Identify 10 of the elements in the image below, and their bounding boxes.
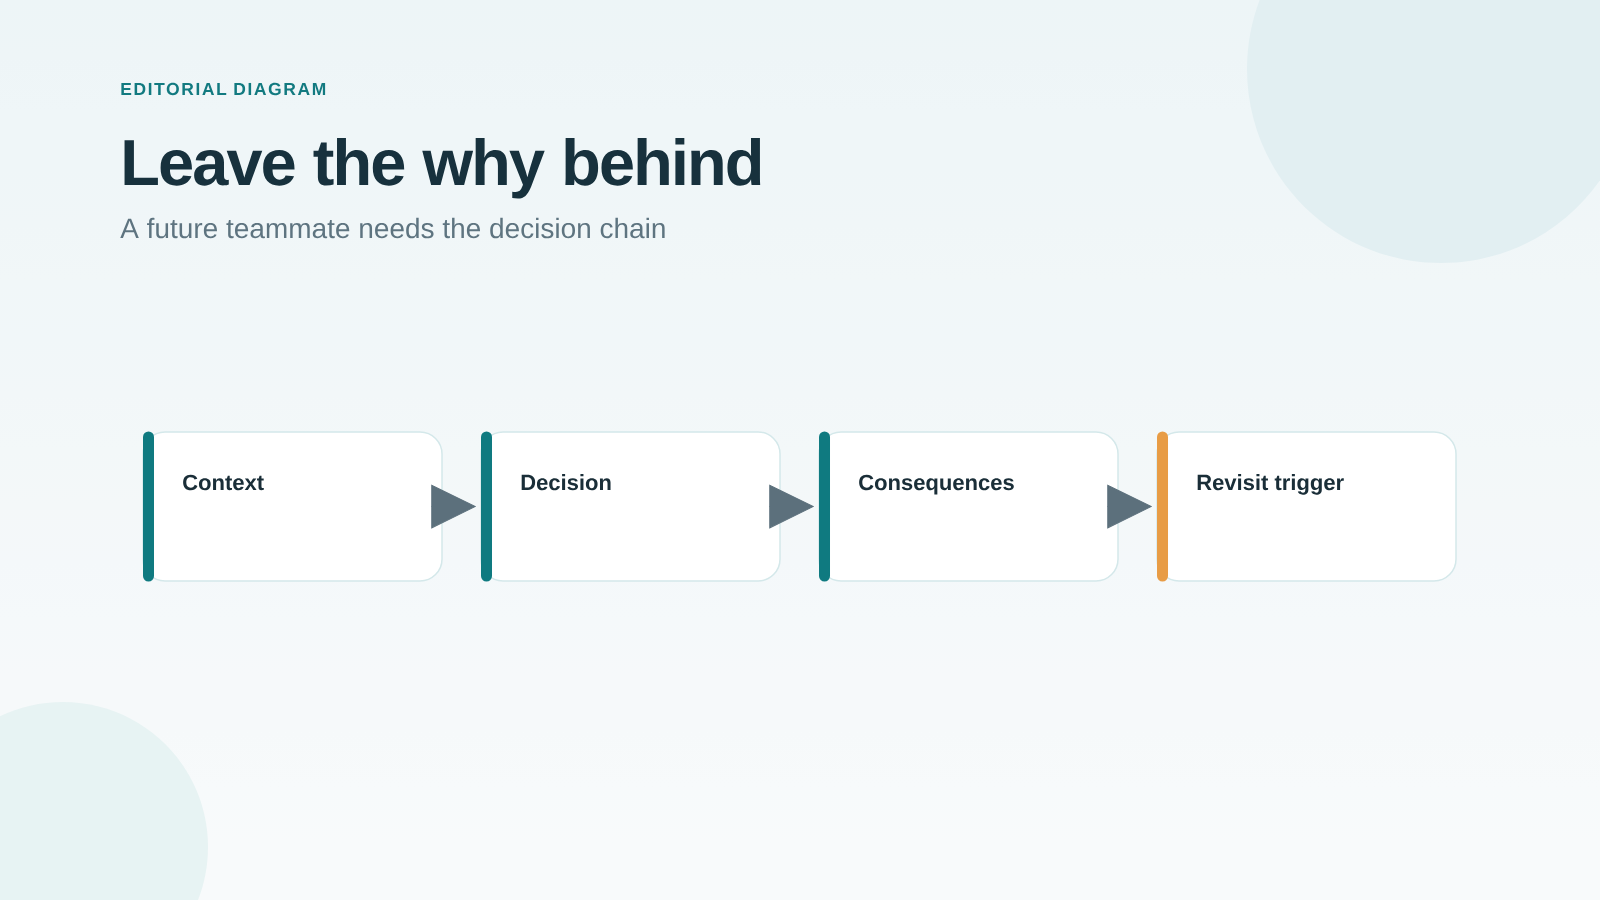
step-card: Consequences <box>818 431 1119 582</box>
arrow <box>431 484 476 529</box>
step-card: Decision <box>480 431 781 582</box>
step-card: Revisit trigger <box>1156 431 1457 582</box>
arrow <box>769 484 814 529</box>
subtitle: A future teammate needs the decision chain <box>120 217 665 239</box>
title: Leave the why behind <box>124 137 761 199</box>
eyebrow-label: EDITORIAL DIAGRAM <box>121 82 326 96</box>
step-card: Context <box>142 431 443 582</box>
arrow <box>1107 484 1152 529</box>
